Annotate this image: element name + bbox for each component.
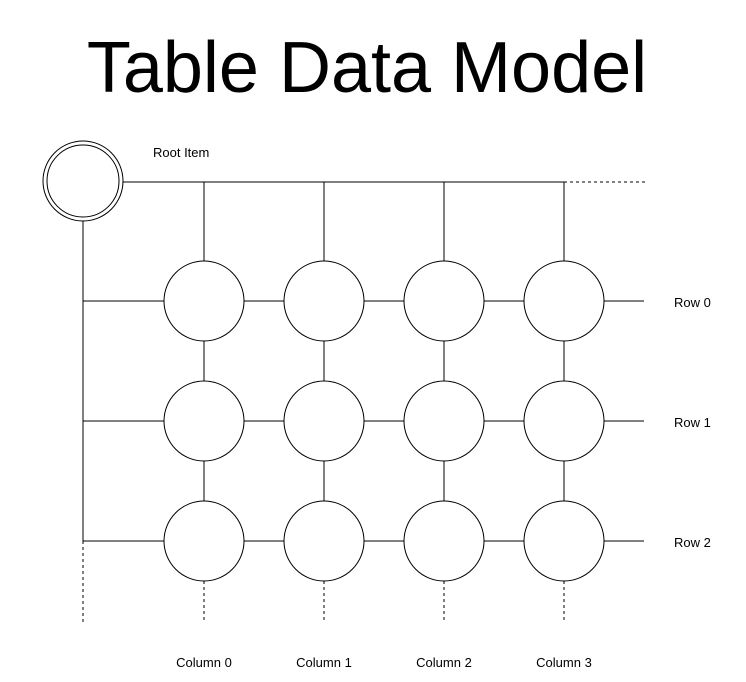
item-node-r1-c1: [283, 380, 365, 462]
column-label-2: Column 2: [416, 655, 472, 670]
item-node-r2-c2: [403, 500, 485, 582]
edges: [82, 181, 645, 622]
item-node-r2-c0: [163, 500, 245, 582]
item-node-r0-c3: [523, 260, 605, 342]
item-node-r0-c0: [163, 260, 245, 342]
item-node-r1-c3: [523, 380, 605, 462]
item-node-r0-c2: [403, 260, 485, 342]
column-label-1: Column 1: [296, 655, 352, 670]
row-label-1: Row 1: [674, 415, 711, 430]
item-node-r2-c1: [283, 500, 365, 582]
diagram-title: Table Data Model: [87, 28, 647, 108]
item-node-r2-c3: [523, 500, 605, 582]
row-label-2: Row 2: [674, 535, 711, 550]
item-node-r0-c1: [283, 260, 365, 342]
column-label-3: Column 3: [536, 655, 592, 670]
item-node-r1-c0: [163, 380, 245, 462]
column-label-0: Column 0: [176, 655, 232, 670]
nodes: [163, 260, 605, 582]
row-label-0: Row 0: [674, 295, 711, 310]
root-item-node: [42, 140, 124, 222]
root-item-inner-ring: [46, 144, 120, 218]
item-node-r1-c2: [403, 380, 485, 462]
root-item-label: Root Item: [153, 145, 209, 160]
